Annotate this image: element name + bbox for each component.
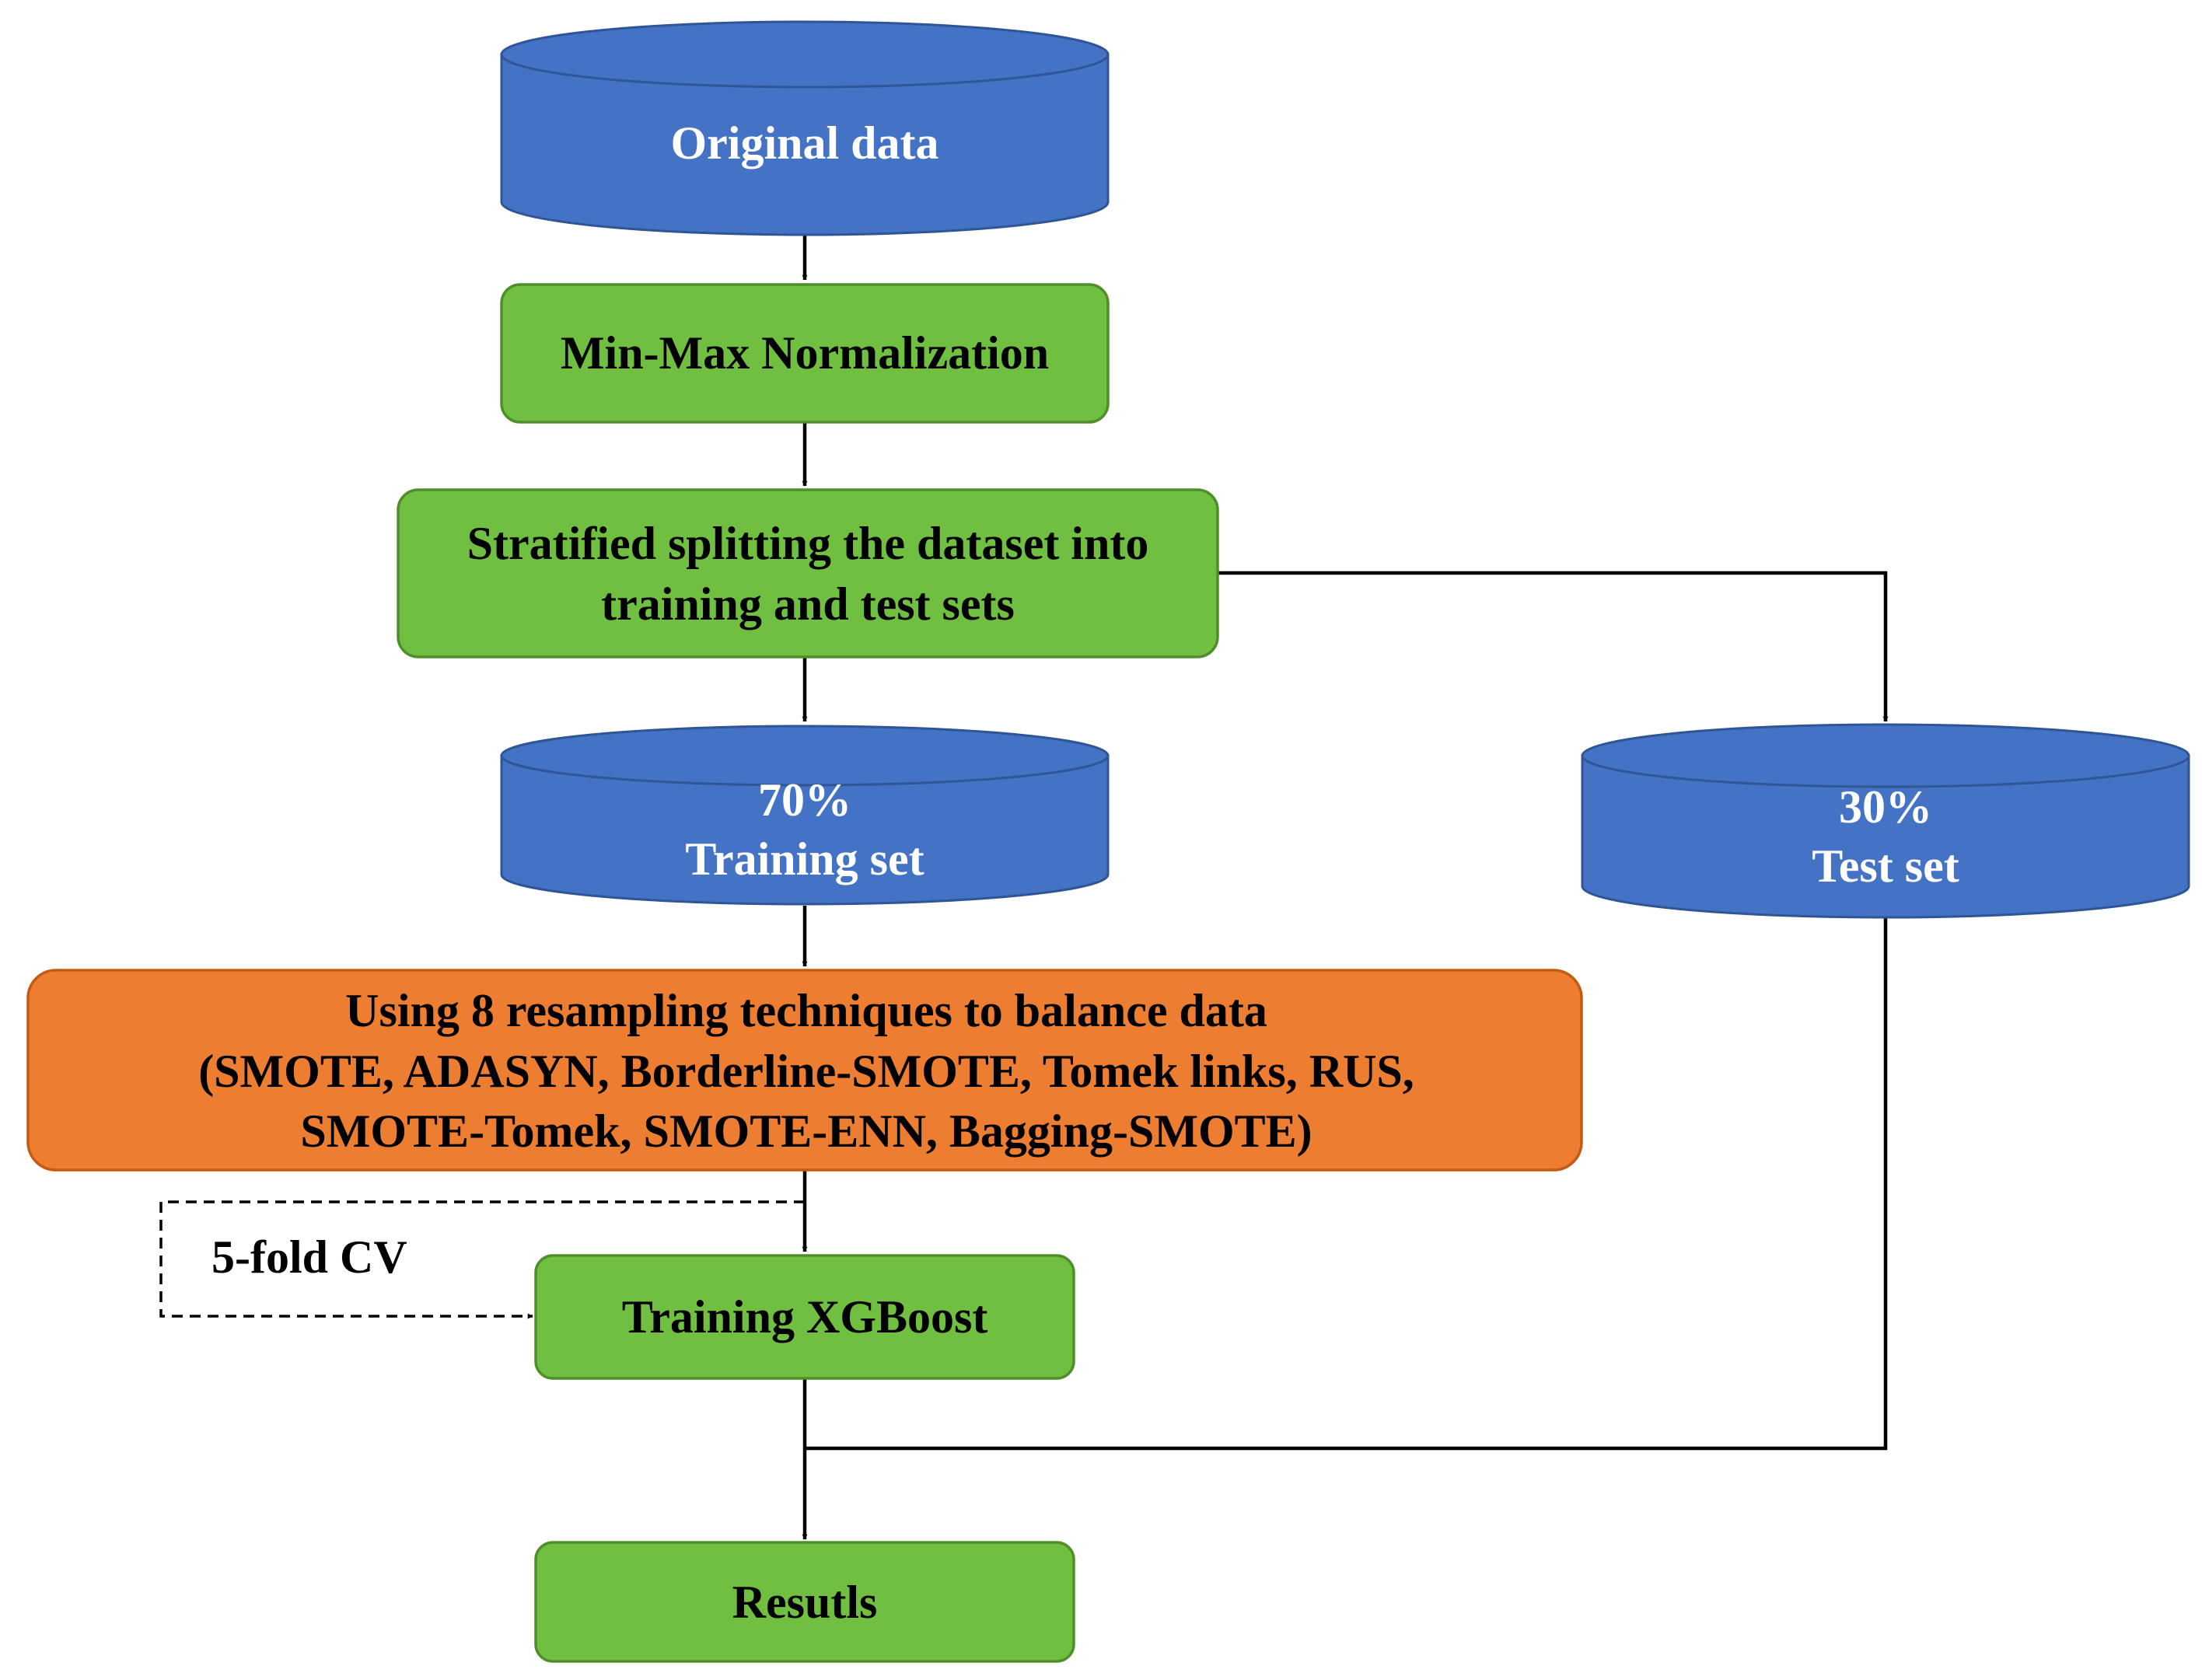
test-set-cylinder: 30% Test set [1581,723,2190,919]
training-set-label: Training set [685,833,924,885]
training-set-cylinder-top [500,725,1110,787]
training-set-cylinder-body [500,754,1110,906]
arrow-split-to-test-set [1218,571,1889,722]
arrow-5-fold-cv-loop [159,1200,805,1319]
resampling-label-line-2: (SMOTE, ADASYN, Borderline-SMOTE, Tomek … [198,1046,1414,1097]
connectors [159,235,1889,1540]
training-set-cylinder: 70% Training set [500,725,1110,906]
split-label-line-2: training and test sets [601,578,1015,630]
test-set-percent-label: 30% [1839,781,1932,833]
training-set-percent-label: 70% [758,774,851,826]
line-test-set-to-results [805,917,1888,1451]
resampling-label-line-1: Using 8 resampling techniques to balance… [345,985,1267,1036]
split-box-shape [397,488,1219,658]
training-xgboost-box: Training XGBoost [534,1254,1075,1380]
results-label: Resutls [732,1577,878,1628]
original-data-cylinder: Original data [500,20,1110,236]
training-xgboost-label: Training XGBoost [622,1291,988,1343]
original-data-cylinder-body [500,53,1110,236]
original-data-cylinder-top [500,20,1110,89]
results-box: Resutls [534,1541,1075,1663]
training-xgboost-box-shape [534,1254,1075,1380]
normalization-label: Min-Max Normalization [561,327,1049,379]
test-set-cylinder-top [1581,723,2190,788]
split-label-line-1: Stratified splitting the dataset into [467,518,1149,569]
resampling-label-line-3: SMOTE-Tomek, SMOTE-ENN, Bagging-SMOTE) [300,1105,1312,1157]
normalization-box-shape [500,283,1110,424]
results-box-shape [534,1541,1075,1663]
normalization-box: Min-Max Normalization [500,283,1110,424]
resampling-box-shape [26,969,1583,1172]
original-data-label: Original data [670,117,938,169]
test-set-cylinder-body [1581,754,2190,919]
split-box: Stratified splitting the dataset into tr… [397,488,1219,658]
test-set-label: Test set [1812,840,1959,892]
cv-label: 5-fold CV [211,1231,407,1283]
resampling-box: Using 8 resampling techniques to balance… [26,969,1583,1172]
